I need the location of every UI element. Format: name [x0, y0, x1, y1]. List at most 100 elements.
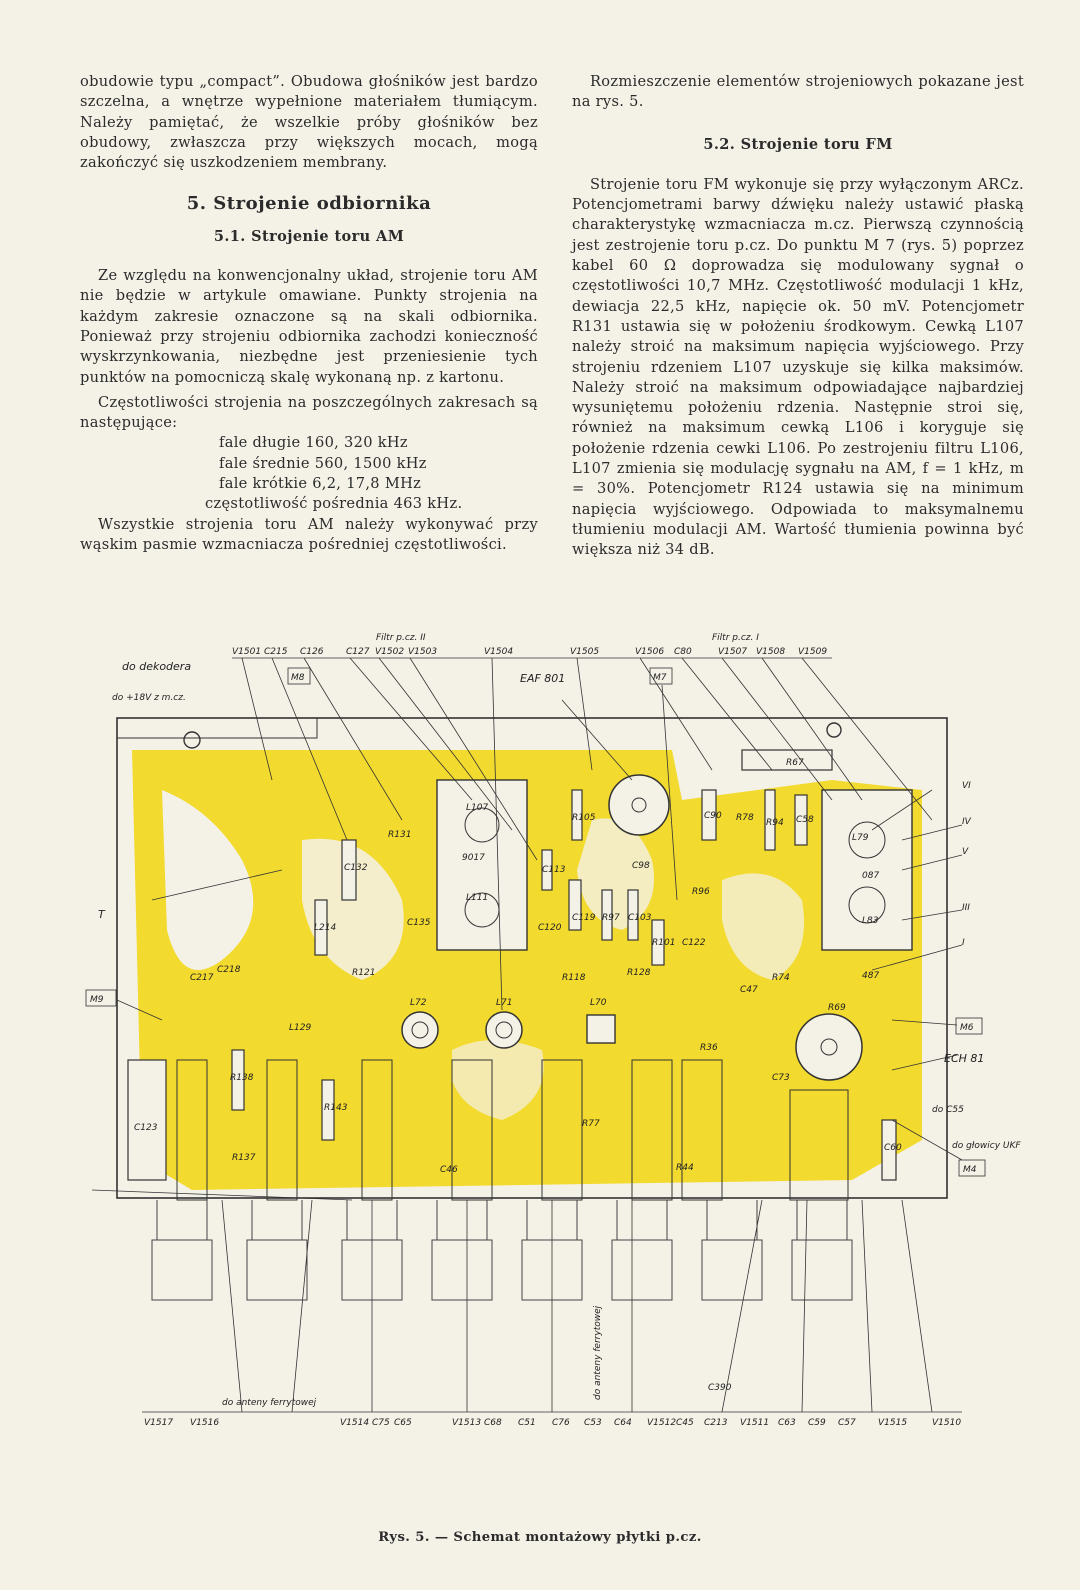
comp-c120: C120: [538, 923, 562, 933]
freq-intermediate: częstotliwość pośrednia 463 kHz.: [205, 495, 463, 513]
label-v1501: V1501: [232, 647, 261, 657]
comp-r77: R77: [582, 1119, 600, 1129]
comp-l214: L214: [314, 923, 336, 933]
comp-r128: R128: [627, 968, 651, 978]
label-c45: C45: [676, 1418, 694, 1428]
comp-c135: C135: [407, 918, 431, 928]
subsection-title-am: 5.1. Strojenie toru AM: [213, 227, 405, 245]
comp-c113: C113: [542, 865, 566, 875]
comp-r118: R118: [562, 973, 586, 983]
label-ech81: ECH 81: [944, 1052, 984, 1065]
comp-c123: C123: [134, 1123, 158, 1133]
freq-medium-wave: fale średnie 560, 1500 kHz: [219, 454, 427, 472]
label-c64: C64: [614, 1418, 632, 1428]
pcb-assembly-diagram: V1501 C215 C126 C127 V1502 V1503 V1504 V…: [85, 633, 1021, 1428]
label-m6: M6: [960, 1023, 974, 1033]
label-do-dekodera: do dekodera: [122, 660, 191, 673]
comp-l71: L71: [496, 998, 512, 1008]
label-v1505: V1505: [570, 647, 599, 657]
comp-r96: R96: [692, 887, 710, 897]
label-c390: C390: [708, 1383, 732, 1393]
freq-long-wave: fale długie 160, 320 kHz: [219, 434, 408, 452]
label-v1504: V1504: [484, 647, 513, 657]
comp-r67: R67: [786, 758, 804, 768]
comp-c98: C98: [632, 861, 650, 871]
fm-paragraph: Strojenie toru FM wykonuje się przy wyłą…: [572, 175, 1024, 559]
label-c213: C213: [704, 1418, 728, 1428]
comp-r137: R137: [232, 1153, 256, 1163]
label-v: V: [962, 847, 969, 857]
comp-l107: L107: [466, 803, 488, 813]
comp-c60: C60: [884, 1143, 902, 1153]
label-do-anteny: do anteny ferrytowej: [222, 1398, 317, 1408]
label-v1511: V1511: [740, 1418, 769, 1428]
comp-r131: R131: [388, 830, 411, 840]
comp-c103: C103: [628, 913, 652, 923]
right-column: Rozmieszczenie elementów strojeniowych p…: [572, 72, 1024, 561]
comp-9017: 9017: [462, 853, 485, 863]
comp-c58: C58: [796, 815, 814, 825]
label-m9: M9: [90, 995, 104, 1005]
filter-label-1: Filtr p.cz. I: [712, 633, 759, 643]
comp-l129: L129: [289, 1023, 311, 1033]
am-paragraph-3: Wszystkie strojenia toru AM należy wykon…: [80, 515, 538, 553]
label-iv: IV: [962, 817, 972, 827]
label-eaf801: EAF 801: [520, 672, 565, 685]
comp-l79: L79: [852, 833, 869, 843]
comp-r105: R105: [572, 813, 596, 823]
label-m4: M4: [963, 1165, 977, 1175]
label-v1514: V1514: [340, 1418, 369, 1428]
comp-c218: C218: [217, 965, 241, 975]
comp-r69: R69: [828, 1003, 846, 1013]
label-t: T: [98, 908, 106, 921]
label-v1517: V1517: [144, 1418, 173, 1428]
label-v1503: V1503: [408, 647, 437, 657]
label-c215: C215: [264, 647, 288, 657]
comp-487: 487: [862, 971, 879, 981]
label-v1515: V1515: [878, 1418, 907, 1428]
comp-r44: R44: [676, 1163, 694, 1173]
freq-short-wave: fale krótkie 6,2, 17,8 MHz: [219, 475, 422, 493]
board-outline: [116, 717, 948, 1199]
comp-c119: C119: [572, 913, 596, 923]
right-intro-paragraph: Rozmieszczenie elementów strojeniowych p…: [572, 73, 1024, 111]
comp-r143: R143: [324, 1103, 348, 1113]
label-c65: C65: [394, 1418, 412, 1428]
label-do-glowicy: do głowicy UKF: [952, 1141, 1021, 1151]
label-c68: C68: [484, 1418, 502, 1428]
label-c126: C126: [300, 647, 324, 657]
label-v1510: V1510: [932, 1418, 961, 1428]
comp-r101: R101: [652, 938, 675, 948]
section-title: 5. Strojenie odbiornika: [186, 193, 432, 215]
comp-l83: L83: [862, 916, 879, 926]
comp-l70: L70: [590, 998, 607, 1008]
comp-r74: R74: [772, 973, 790, 983]
label-iii: III: [962, 903, 970, 913]
comp-c46: C46: [440, 1165, 458, 1175]
label-v1512: V1512: [647, 1418, 676, 1428]
am-paragraph-2: Częstotliwości strojenia na poszczególny…: [80, 393, 538, 432]
label-c53: C53: [584, 1418, 602, 1428]
comp-c73: C73: [772, 1073, 790, 1083]
comp-l72: L72: [410, 998, 427, 1008]
comp-c132: C132: [344, 863, 368, 873]
label-c57: C57: [838, 1418, 856, 1428]
label-vi: VI: [962, 781, 971, 791]
label-do-c55: do C55: [932, 1105, 964, 1115]
label-m7: M7: [653, 673, 667, 683]
label-c59: C59: [808, 1418, 826, 1428]
comp-r121: R121: [352, 968, 375, 978]
am-paragraph-1: Ze względu na konwencjonalny układ, stro…: [80, 267, 538, 386]
label-c127: C127: [346, 647, 370, 657]
comp-c217: C217: [190, 973, 214, 983]
label-do-18v: do +18V z m.cz.: [112, 693, 186, 703]
comp-r36: R36: [700, 1043, 718, 1053]
label-c63: C63: [778, 1418, 796, 1428]
comp-r138: R138: [230, 1073, 254, 1083]
comp-r78: R78: [736, 813, 754, 823]
subsection-title-fm: 5.2. Strojenie toru FM: [703, 135, 893, 153]
label-v1513: V1513: [452, 1418, 481, 1428]
comp-r94: R94: [766, 818, 784, 828]
label-v1509: V1509: [798, 647, 827, 657]
label-v1502: V1502: [375, 647, 404, 657]
